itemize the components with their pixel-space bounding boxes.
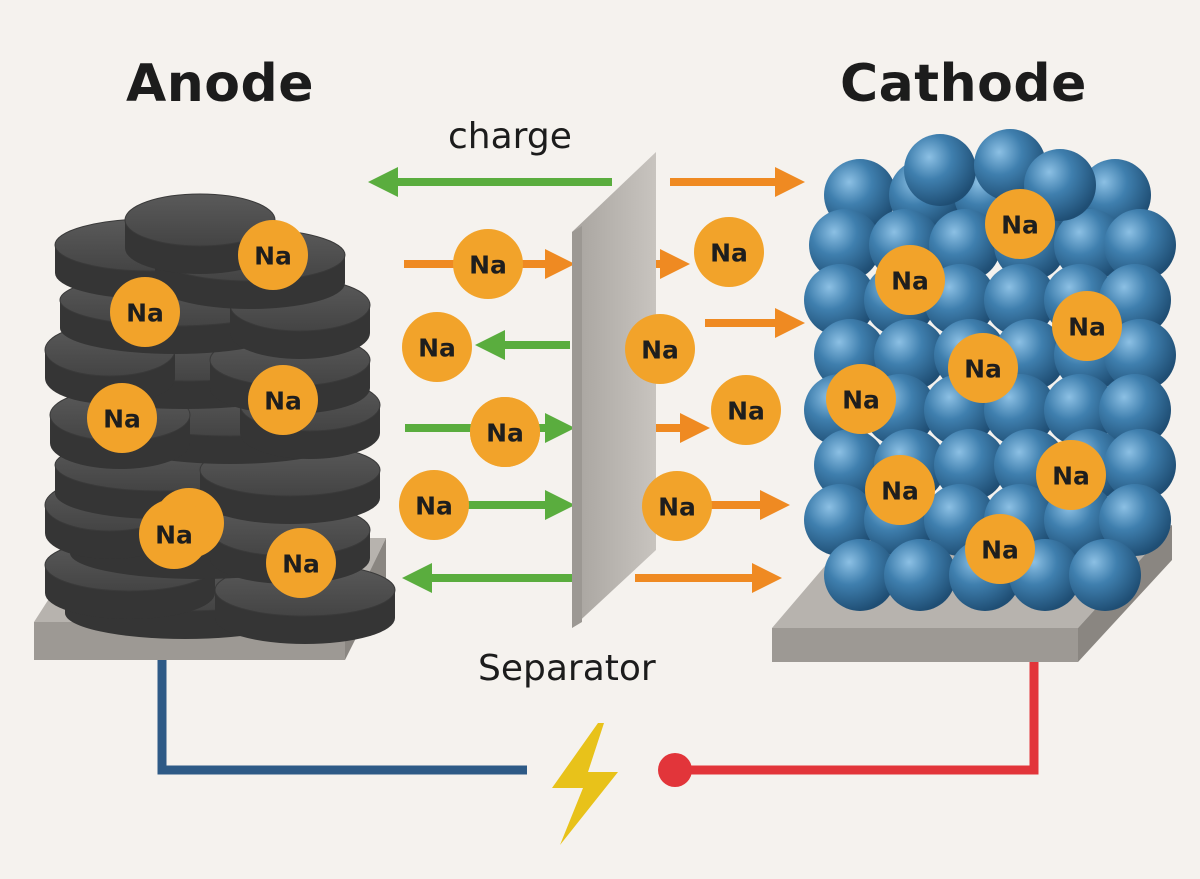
electrolyte-sodium-ion: Na bbox=[625, 314, 695, 384]
cathode-sphere bbox=[884, 539, 956, 611]
ion-label: Na bbox=[254, 242, 292, 271]
charge-arrow bbox=[368, 167, 612, 197]
discharge-arrow bbox=[635, 563, 782, 593]
lightning-bolt-icon bbox=[552, 723, 618, 845]
cathode-cluster bbox=[804, 129, 1176, 611]
cathode-sphere bbox=[804, 264, 876, 336]
ion-label: Na bbox=[981, 536, 1019, 565]
charge-label: charge bbox=[448, 116, 572, 157]
ion-label: Na bbox=[891, 267, 929, 296]
anode-sodium-ion: Na bbox=[87, 383, 157, 453]
electrolyte-sodium-ion: Na bbox=[453, 229, 523, 299]
cathode-sphere bbox=[1104, 429, 1176, 501]
ion-label: Na bbox=[469, 251, 507, 280]
cathode-sphere bbox=[809, 209, 881, 281]
cathode-sphere bbox=[1099, 374, 1171, 446]
ion-label: Na bbox=[727, 397, 765, 426]
cathode-sodium-ion: Na bbox=[965, 514, 1035, 584]
electrolyte-sodium-ion: Na bbox=[642, 471, 712, 541]
cathode-sphere bbox=[804, 484, 876, 556]
ion-label: Na bbox=[881, 477, 919, 506]
cathode-sodium-ion: Na bbox=[1036, 440, 1106, 510]
cathode-sphere bbox=[1104, 319, 1176, 391]
ion-label: Na bbox=[658, 493, 696, 522]
positive-wire bbox=[675, 660, 1039, 775]
cathode-title: Cathode bbox=[840, 54, 1087, 114]
anode-sodium-ion: Na bbox=[266, 528, 336, 598]
anode-sodium-ion: Na bbox=[238, 220, 308, 290]
ion-label: Na bbox=[126, 299, 164, 328]
ion-label: Na bbox=[964, 355, 1002, 384]
ion-label: Na bbox=[418, 334, 456, 363]
ion-label: Na bbox=[486, 419, 524, 448]
cathode-sodium-ion: Na bbox=[865, 455, 935, 525]
ion-label: Na bbox=[282, 550, 320, 579]
ion-label: Na bbox=[842, 386, 880, 415]
charge-arrow bbox=[475, 330, 570, 360]
terminal-dot-icon bbox=[658, 753, 692, 787]
cathode-sphere bbox=[934, 429, 1006, 501]
external-circuit bbox=[157, 655, 1039, 845]
cathode-sodium-ion: Na bbox=[875, 245, 945, 315]
anode-sodium-ion: Na bbox=[248, 365, 318, 435]
ion-label: Na bbox=[710, 239, 748, 268]
ion-label: Na bbox=[415, 492, 453, 521]
cathode-sphere bbox=[929, 209, 1001, 281]
cathode-sodium-ion: Na bbox=[826, 364, 896, 434]
discharge-arrow bbox=[705, 308, 805, 338]
electrolyte-sodium-ion: Na bbox=[694, 217, 764, 287]
cathode-sphere bbox=[904, 134, 976, 206]
cathode-sphere bbox=[1044, 374, 1116, 446]
ion-label: Na bbox=[155, 521, 193, 550]
ion-label: Na bbox=[264, 387, 302, 416]
cathode-sphere bbox=[824, 539, 896, 611]
cathode-sphere bbox=[874, 319, 946, 391]
charge-arrow bbox=[402, 563, 575, 593]
electrolyte-sodium-ion: Na bbox=[399, 470, 469, 540]
discharge-arrow bbox=[670, 167, 805, 197]
ion-label: Na bbox=[1068, 313, 1106, 342]
cathode-sodium-ion: Na bbox=[985, 189, 1055, 259]
graphite-disc bbox=[124, 193, 276, 274]
electrolyte-sodium-ion: Na bbox=[711, 375, 781, 445]
electrolyte-sodium-ion: Na bbox=[470, 397, 540, 467]
anode-sodium-ion: Na bbox=[110, 277, 180, 347]
anode-sodium-ion: Na bbox=[139, 499, 209, 569]
ion-label: Na bbox=[103, 405, 141, 434]
separator-label: Separator bbox=[478, 648, 656, 689]
cathode-sphere bbox=[984, 264, 1056, 336]
anode-title: Anode bbox=[126, 54, 314, 114]
cathode-sodium-ion: Na bbox=[948, 333, 1018, 403]
ion-label: Na bbox=[1052, 462, 1090, 491]
cathode-sphere bbox=[1069, 539, 1141, 611]
cathode-sphere bbox=[1104, 209, 1176, 281]
separator-membrane bbox=[572, 152, 656, 628]
ion-label: Na bbox=[641, 336, 679, 365]
cathode-sphere bbox=[1054, 209, 1126, 281]
negative-wire bbox=[157, 655, 527, 775]
cathode-sphere bbox=[1099, 484, 1171, 556]
ion-label: Na bbox=[1001, 211, 1039, 240]
cathode-sodium-ion: Na bbox=[1052, 291, 1122, 361]
electrolyte-sodium-ion: Na bbox=[402, 312, 472, 382]
